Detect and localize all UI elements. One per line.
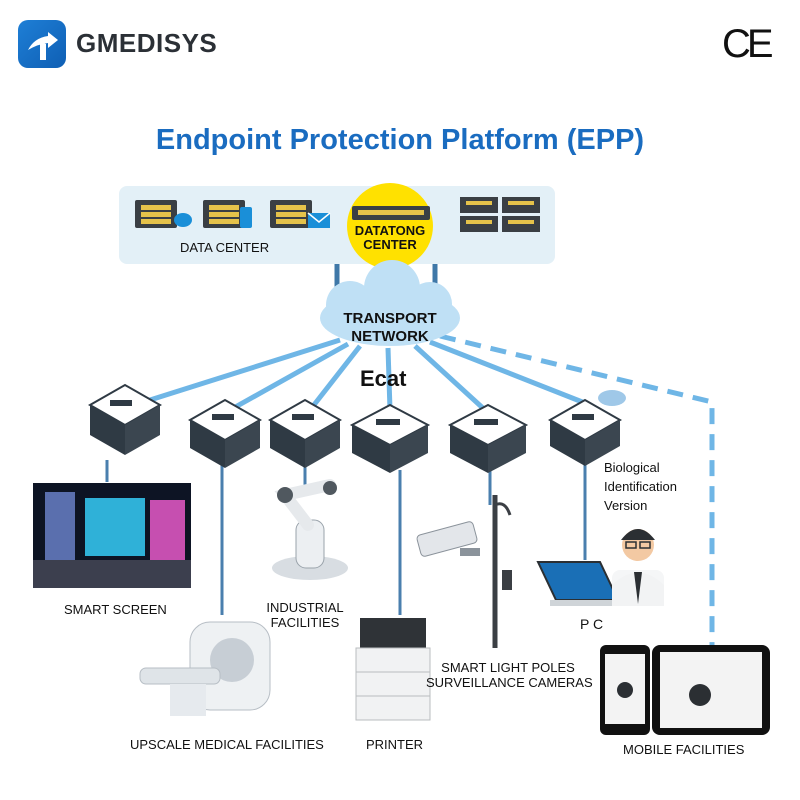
data-center-label: DATA CENTER [180, 240, 270, 255]
light-line2: SURVEILLANCE CAMERAS [426, 675, 593, 690]
server-rack-mobile-icon [203, 200, 252, 228]
printer-label: PRINTER [366, 737, 424, 752]
printer-icon [355, 618, 431, 721]
ecat-device-3-icon [267, 398, 343, 468]
brand-logo-icon [18, 20, 66, 68]
brand-name: GMEDISYS [76, 28, 218, 58]
medical-label: UPSCALE MEDICAL FACILITIES [130, 737, 324, 752]
industrial-label: INDUSTRIAL FACILITIES [255, 600, 355, 630]
server-rack-mail-icon [270, 200, 331, 228]
tablet-icon [652, 645, 770, 735]
pc-label: P C [580, 616, 604, 632]
smart-screen-image [33, 483, 191, 588]
mobile-label: MOBILE FACILITIES [623, 742, 745, 757]
ecat-device-5-icon [447, 403, 529, 473]
light-pole-label: SMART LIGHT POLES SURVEILLANCE CAMERAS [426, 660, 593, 690]
smart-light-pole-icon [492, 495, 512, 648]
datatong-center-label: DATATONG CENTER [340, 224, 440, 252]
server-cluster-icon [460, 197, 540, 232]
transport-line2: NETWORK [351, 328, 429, 345]
medical-scanner-icon [139, 621, 271, 716]
industrial-line2: FACILITIES [270, 615, 340, 630]
transport-network-label: TRANSPORT NETWORK [330, 310, 450, 346]
person-icon [612, 529, 664, 606]
industrial-robot-icon [272, 479, 348, 580]
industrial-line1: INDUSTRIAL [266, 600, 344, 615]
surveillance-camera-icon [416, 521, 480, 557]
bio-line3: Version [604, 498, 648, 513]
bio-line1: Biological [604, 460, 660, 475]
transport-line1: TRANSPORT [343, 310, 437, 327]
ecat-device-name: Ecat [360, 366, 407, 391]
mobile-phone-icon [600, 645, 650, 735]
datatong-hub [347, 183, 433, 269]
ecat-device-1-icon [87, 383, 163, 455]
biological-id-label: Biological Identification Version [604, 458, 677, 515]
server-rack-icon [135, 200, 192, 228]
ecat-device-4-icon [349, 403, 431, 473]
datatong-label-line1: DATATONG [354, 223, 426, 238]
light-line1: SMART LIGHT POLES [441, 660, 575, 675]
datatong-label-line2: CENTER [363, 237, 417, 252]
page-title: Endpoint Protection Platform (EPP) [155, 124, 645, 156]
transport-network-cloud [320, 260, 460, 346]
bio-line2: Identification [604, 479, 677, 494]
smart-screen-label: SMART SCREEN [64, 602, 167, 617]
ecat-device-2-icon [187, 398, 263, 468]
ecat-device-6-icon [547, 390, 626, 466]
ce-mark: CE [722, 22, 774, 66]
